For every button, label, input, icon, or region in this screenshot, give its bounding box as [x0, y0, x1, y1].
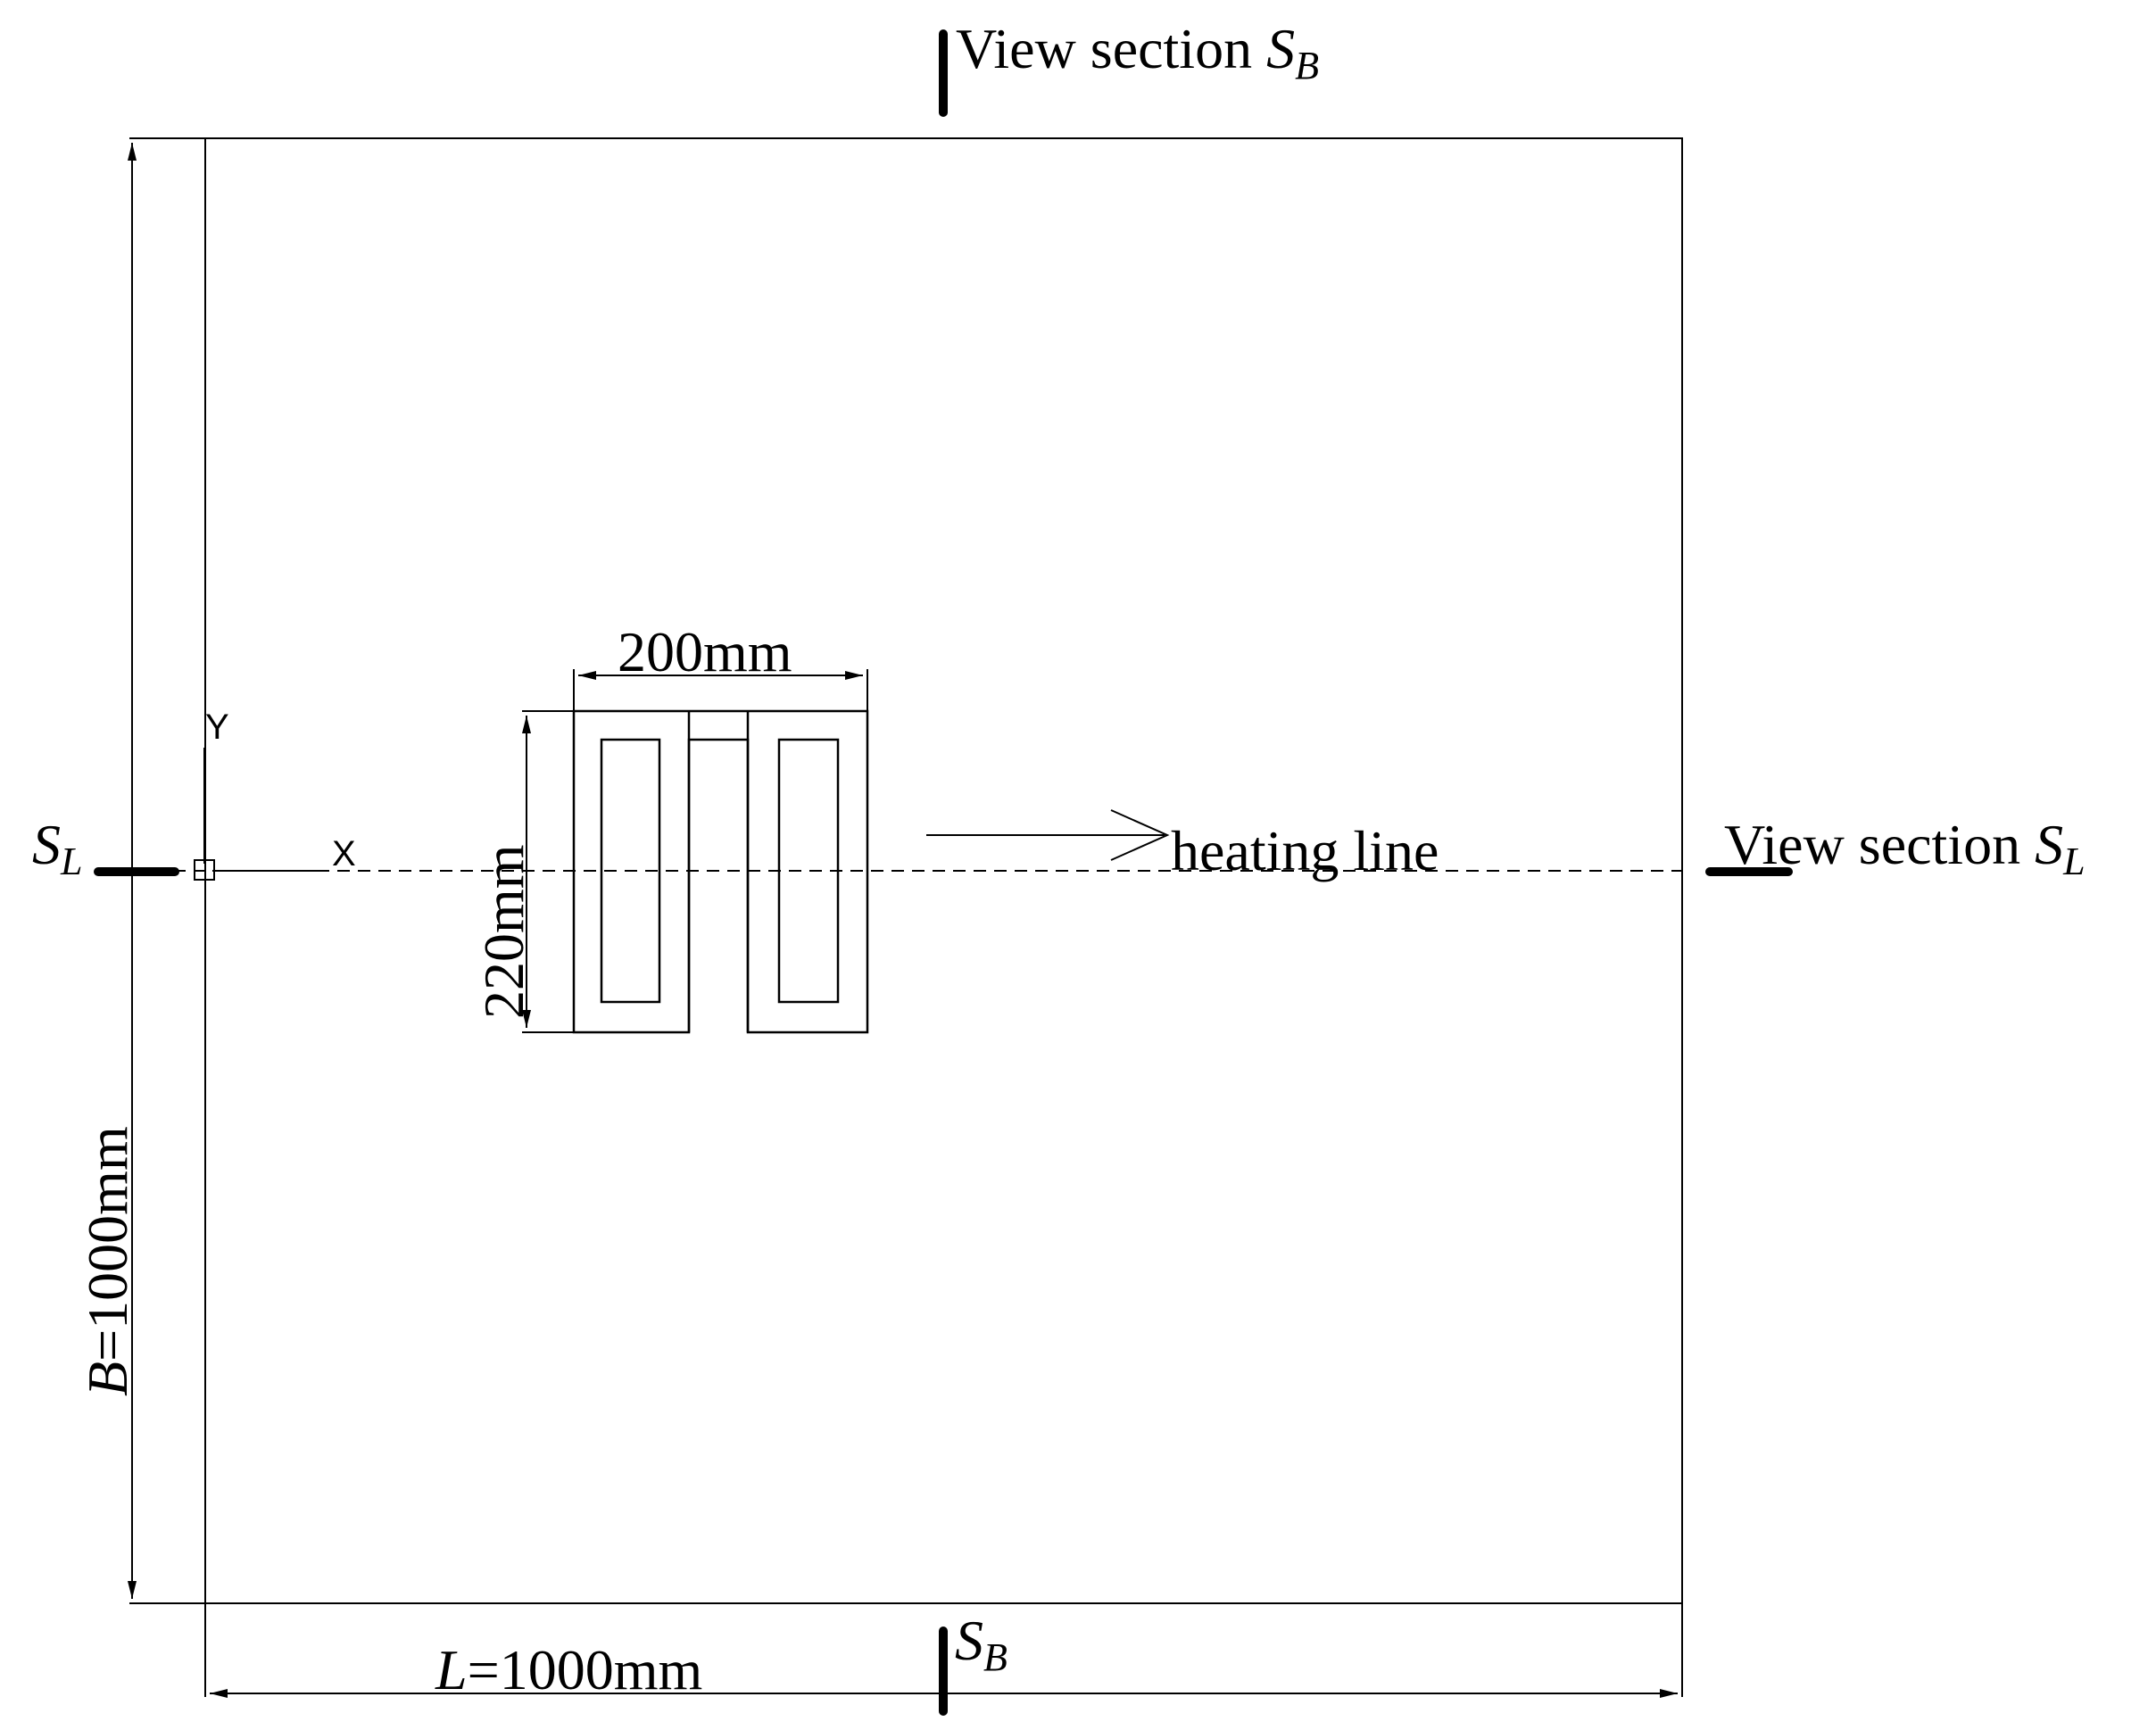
width-dimension-label: 200mm — [618, 620, 792, 683]
heater-inner-loop — [687, 738, 750, 1032]
sl-left-label: SL — [32, 813, 82, 883]
heating-line-pointer-head — [1110, 809, 1170, 861]
heating-line-label: heating line — [1171, 819, 1439, 882]
sb-bottom-label: SB — [955, 1609, 1008, 1679]
axis-x-label: X — [332, 834, 356, 873]
breadth-dimension-label: B=1000mm — [76, 1126, 139, 1396]
view-section-sl-label: View section SL — [1724, 813, 2086, 883]
axis-y-label: Y — [205, 708, 229, 747]
heater-element — [572, 709, 869, 1034]
view-section-sb-label: View section SB — [956, 17, 1319, 87]
origin-marker — [194, 859, 215, 881]
height-dimension-label: 220mm — [472, 844, 535, 1019]
heater-slot-1 — [600, 738, 661, 1004]
heater-slot-3 — [777, 738, 840, 1004]
length-dimension-label: L=1000mm — [435, 1638, 702, 1701]
